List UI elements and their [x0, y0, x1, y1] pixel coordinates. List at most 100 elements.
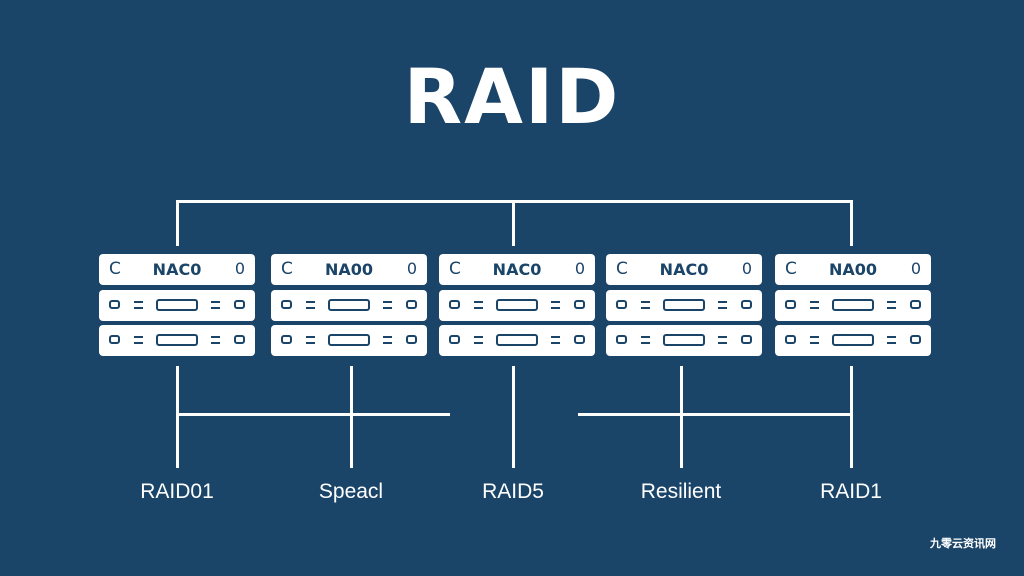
top-drop-line-1 — [176, 200, 179, 246]
left-glyph: C — [281, 259, 293, 279]
drive-slot-icon — [328, 299, 370, 311]
bottom-drop-line-5 — [850, 366, 853, 468]
dash-icon — [383, 307, 392, 309]
dash-icon — [718, 301, 727, 303]
drive-bay-row — [439, 290, 595, 321]
unit-name: NAC0 — [492, 260, 542, 279]
unit-header-row: C NAC0 0 — [99, 254, 255, 285]
dash-icon — [134, 301, 143, 303]
status-led-icon — [109, 335, 120, 344]
dash-icon — [306, 336, 315, 338]
drive-slot-icon — [663, 299, 705, 311]
bottom-bus-left — [176, 413, 450, 416]
unit-name: NAC0 — [152, 260, 202, 279]
dash-icon — [134, 307, 143, 309]
top-drop-line-3 — [512, 200, 515, 246]
raid-level-label: RAID1 — [820, 480, 882, 503]
raid-level-label: RAID01 — [140, 480, 214, 503]
drive-slot-icon — [156, 334, 198, 346]
dash-icon — [211, 307, 220, 309]
drive-bay-row — [775, 290, 931, 321]
dash-icon — [718, 342, 727, 344]
dash-icon — [551, 301, 560, 303]
status-led-icon — [574, 335, 585, 344]
unit-name: NA00 — [828, 260, 878, 279]
dash-icon — [641, 301, 650, 303]
dash-icon — [887, 307, 896, 309]
drive-slot-icon — [496, 334, 538, 346]
dash-icon — [810, 301, 819, 303]
drive-slot-icon — [496, 299, 538, 311]
dash-icon — [551, 307, 560, 309]
unit-name: NA00 — [324, 260, 374, 279]
dash-icon — [641, 307, 650, 309]
dash-icon — [887, 301, 896, 303]
right-glyph: 0 — [741, 259, 752, 278]
status-led-icon — [741, 300, 752, 309]
diagram-title: RAID — [403, 52, 621, 141]
server-unit: C NAC0 0 — [99, 254, 255, 356]
dash-icon — [383, 342, 392, 344]
drive-bay-row — [606, 290, 762, 321]
status-led-icon — [574, 300, 585, 309]
status-led-icon — [281, 300, 292, 309]
raid-level-label: Speacl — [318, 480, 384, 503]
status-led-icon — [741, 335, 752, 344]
dash-icon — [383, 336, 392, 338]
status-led-icon — [785, 335, 796, 344]
status-led-icon — [910, 335, 921, 344]
dash-icon — [810, 307, 819, 309]
dash-icon — [718, 307, 727, 309]
dash-icon — [474, 301, 483, 303]
dash-icon — [134, 336, 143, 338]
dash-icon — [211, 301, 220, 303]
drive-slot-icon — [328, 334, 370, 346]
drive-bay-row — [439, 325, 595, 356]
status-led-icon — [109, 300, 120, 309]
left-glyph: C — [109, 259, 121, 279]
status-led-icon — [616, 300, 627, 309]
dash-icon — [474, 336, 483, 338]
raid-level-label: RAID5 — [482, 480, 544, 503]
dash-icon — [551, 336, 560, 338]
right-glyph: 0 — [234, 259, 245, 278]
dash-icon — [641, 342, 650, 344]
left-glyph: C — [785, 259, 797, 279]
bottom-drop-line-1 — [176, 366, 179, 468]
status-led-icon — [449, 300, 460, 309]
drive-slot-icon — [156, 299, 198, 311]
dash-icon — [810, 336, 819, 338]
status-led-icon — [616, 335, 627, 344]
dash-icon — [306, 301, 315, 303]
dash-icon — [474, 307, 483, 309]
dash-icon — [718, 336, 727, 338]
status-led-icon — [234, 335, 245, 344]
status-led-icon — [234, 300, 245, 309]
dash-icon — [383, 301, 392, 303]
dash-icon — [306, 307, 315, 309]
status-led-icon — [406, 300, 417, 309]
status-led-icon — [910, 300, 921, 309]
bottom-drop-line-3 — [512, 366, 515, 468]
drive-slot-icon — [832, 299, 874, 311]
drive-bay-row — [99, 290, 255, 321]
drive-bay-row — [606, 325, 762, 356]
status-led-icon — [449, 335, 460, 344]
dash-icon — [887, 336, 896, 338]
drive-bay-row — [775, 325, 931, 356]
watermark: 九零云资讯网 — [930, 537, 996, 550]
bottom-bus-right — [578, 413, 853, 416]
left-glyph: C — [449, 259, 461, 279]
dash-icon — [551, 342, 560, 344]
dash-icon — [474, 342, 483, 344]
status-led-icon — [281, 335, 292, 344]
drive-bay-row — [271, 325, 427, 356]
